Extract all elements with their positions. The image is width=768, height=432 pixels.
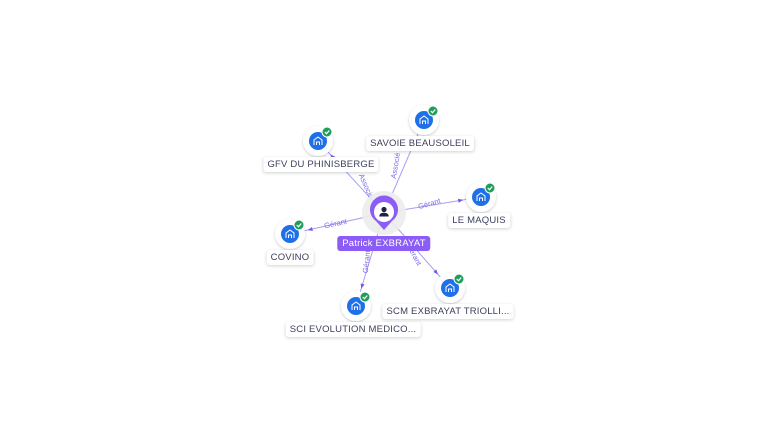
person-label[interactable]: Patrick EXBRAYAT	[337, 236, 431, 251]
company-node-sci[interactable]	[341, 291, 371, 321]
building-door	[316, 141, 320, 145]
person-node[interactable]	[362, 191, 406, 235]
company-node-covino[interactable]	[275, 219, 305, 249]
company-icon-bg	[309, 132, 327, 150]
building-icon	[313, 136, 323, 145]
building-outline	[351, 301, 361, 310]
edge-arrow	[330, 154, 336, 160]
company-node-scm[interactable]	[435, 273, 465, 303]
check-icon	[456, 277, 462, 282]
check-icon	[430, 109, 436, 114]
person-head	[381, 206, 387, 213]
company-label-scm[interactable]: SCM EXBRAYAT TRIOLLI...	[382, 304, 514, 319]
edge-arrow	[457, 198, 464, 203]
check-icon	[324, 130, 330, 135]
verified-badge-icon	[359, 291, 371, 303]
company-label-sci[interactable]: SCI EVOLUTION MEDICO...	[285, 322, 421, 337]
check-icon	[296, 223, 302, 228]
building-door	[448, 288, 452, 292]
company-icon-bg	[415, 111, 433, 129]
building-door	[422, 120, 426, 124]
company-icon-bg	[472, 188, 490, 206]
verified-badge-icon	[293, 219, 305, 231]
company-node-gfv[interactable]	[303, 126, 333, 156]
company-node-maquis[interactable]	[466, 182, 496, 212]
company-label-savoie[interactable]: SAVOIE BEAUSOLEIL	[366, 136, 474, 151]
building-door	[288, 234, 292, 238]
edge-label-maquis: Gérant	[417, 196, 442, 211]
verified-badge-icon	[321, 126, 333, 138]
company-label-covino[interactable]: COVINO	[266, 250, 314, 265]
building-outline	[285, 229, 295, 238]
company-icon-bg	[441, 279, 459, 297]
company-icon-bg	[347, 297, 365, 315]
building-door	[354, 306, 358, 310]
company-icon-bg	[281, 225, 299, 243]
person-icon	[379, 206, 389, 217]
building-outline	[445, 283, 455, 292]
edge-label-sci: Gérant	[361, 249, 372, 274]
building-icon	[285, 229, 295, 238]
edge-label-covino: Gérant	[323, 217, 348, 231]
verified-badge-icon	[484, 182, 496, 194]
building-icon	[419, 115, 429, 124]
check-icon	[362, 295, 368, 300]
building-icon	[351, 301, 361, 310]
verified-badge-icon	[427, 105, 439, 117]
person-body	[379, 212, 389, 217]
company-label-gfv[interactable]: GFV DU PHINISBERGE	[263, 157, 379, 172]
building-icon	[445, 283, 455, 292]
edge-label-savoie: Associé	[389, 152, 402, 179]
building-icon	[476, 192, 486, 201]
company-node-savoie[interactable]	[409, 105, 439, 135]
building-outline	[476, 192, 486, 201]
edge-arrow	[360, 283, 365, 289]
edge-arrow	[433, 269, 439, 275]
check-icon	[487, 186, 493, 191]
building-outline	[313, 136, 323, 145]
edge-arrow	[307, 227, 313, 231]
building-door	[479, 197, 483, 201]
building-outline	[419, 115, 429, 124]
company-label-maquis[interactable]: LE MAQUIS	[448, 213, 510, 228]
verified-badge-icon	[453, 273, 465, 285]
